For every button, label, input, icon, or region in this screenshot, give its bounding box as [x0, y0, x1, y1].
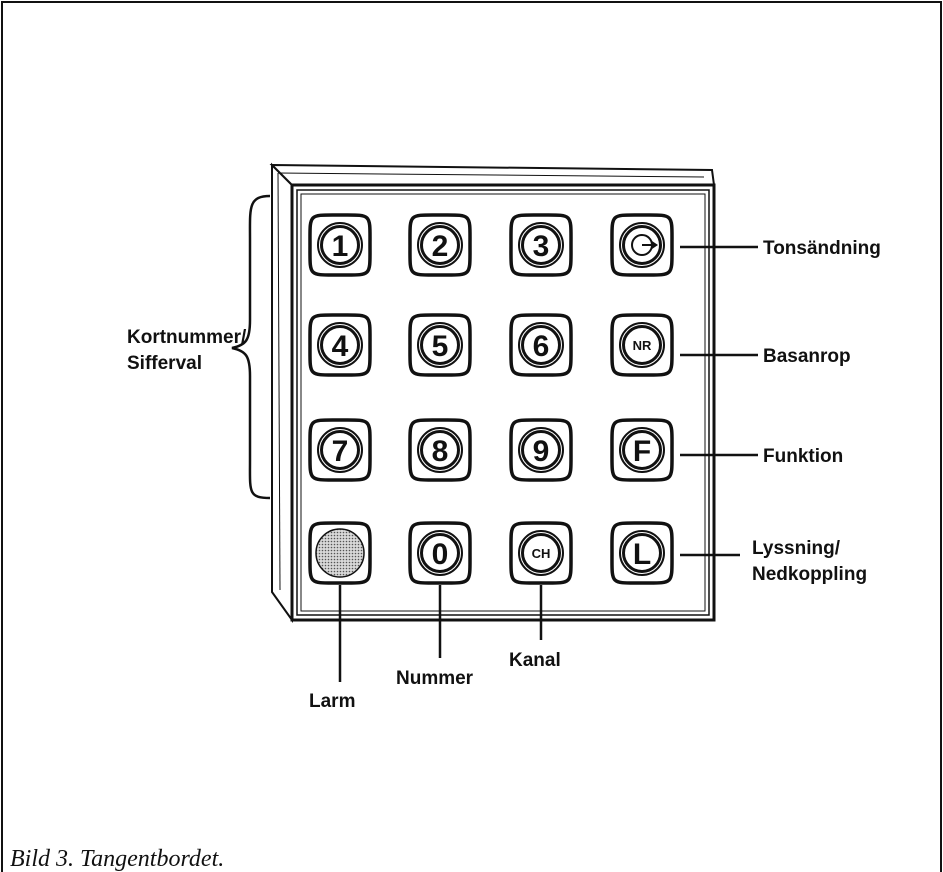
brace-icon	[231, 194, 271, 500]
key-label: F	[633, 435, 651, 468]
key-2-3[interactable]: F	[610, 418, 674, 482]
label-funktion: Funktion	[763, 446, 843, 467]
key-2-0[interactable]: 7	[308, 418, 372, 482]
key-label: 2	[432, 230, 449, 263]
key-label: NR	[633, 338, 652, 353]
key-3-0[interactable]	[308, 521, 372, 585]
key-0-0[interactable]: 1	[308, 213, 372, 277]
figure-caption: Bild 3. Tangentbordet.	[10, 846, 224, 872]
label-basanrop: Basanrop	[763, 346, 851, 367]
key-label: 3	[533, 230, 550, 263]
key-label: 1	[332, 230, 349, 263]
label-tonsandning: Tonsändning	[763, 238, 881, 259]
key-label: 0	[432, 538, 449, 571]
key-1-3[interactable]: NR	[610, 313, 674, 377]
label-lyssning: Lyssning/	[752, 538, 841, 559]
label-sifferval: Sifferval	[127, 353, 202, 374]
key-1-2[interactable]: 6	[509, 313, 573, 377]
key-label: 4	[332, 330, 349, 363]
key-3-3[interactable]: L	[610, 521, 674, 585]
key-label: L	[633, 538, 651, 571]
key-2-2[interactable]: 9	[509, 418, 573, 482]
label-kanal: Kanal	[509, 650, 561, 671]
key-label: 9	[533, 435, 550, 468]
label-nummer: Nummer	[396, 668, 474, 689]
key-0-3[interactable]	[610, 213, 674, 277]
label-kortnummer: Kortnummer/	[127, 327, 247, 348]
key-label: 8	[432, 435, 449, 468]
key-0-1[interactable]: 2	[408, 213, 472, 277]
key-0-2[interactable]: 3	[509, 213, 573, 277]
key-1-1[interactable]: 5	[408, 313, 472, 377]
key-3-2[interactable]: CH	[509, 521, 573, 585]
key-3-1[interactable]: 0	[408, 521, 472, 585]
tone-circle-icon	[631, 234, 658, 256]
key-grid: 1 2 3 4 5 6 NR 7 8 9 F 0 CH L	[308, 213, 674, 585]
label-larm: Larm	[309, 691, 355, 712]
key-label: 6	[533, 330, 550, 363]
key-label: 7	[332, 435, 349, 468]
key-label: CH	[532, 546, 551, 561]
key-1-0[interactable]: 4	[308, 313, 372, 377]
key-2-1[interactable]: 8	[408, 418, 472, 482]
label-nedkoppling: Nedkoppling	[752, 564, 867, 585]
alarm-dotted-icon	[315, 528, 365, 578]
key-label: 5	[432, 330, 449, 363]
